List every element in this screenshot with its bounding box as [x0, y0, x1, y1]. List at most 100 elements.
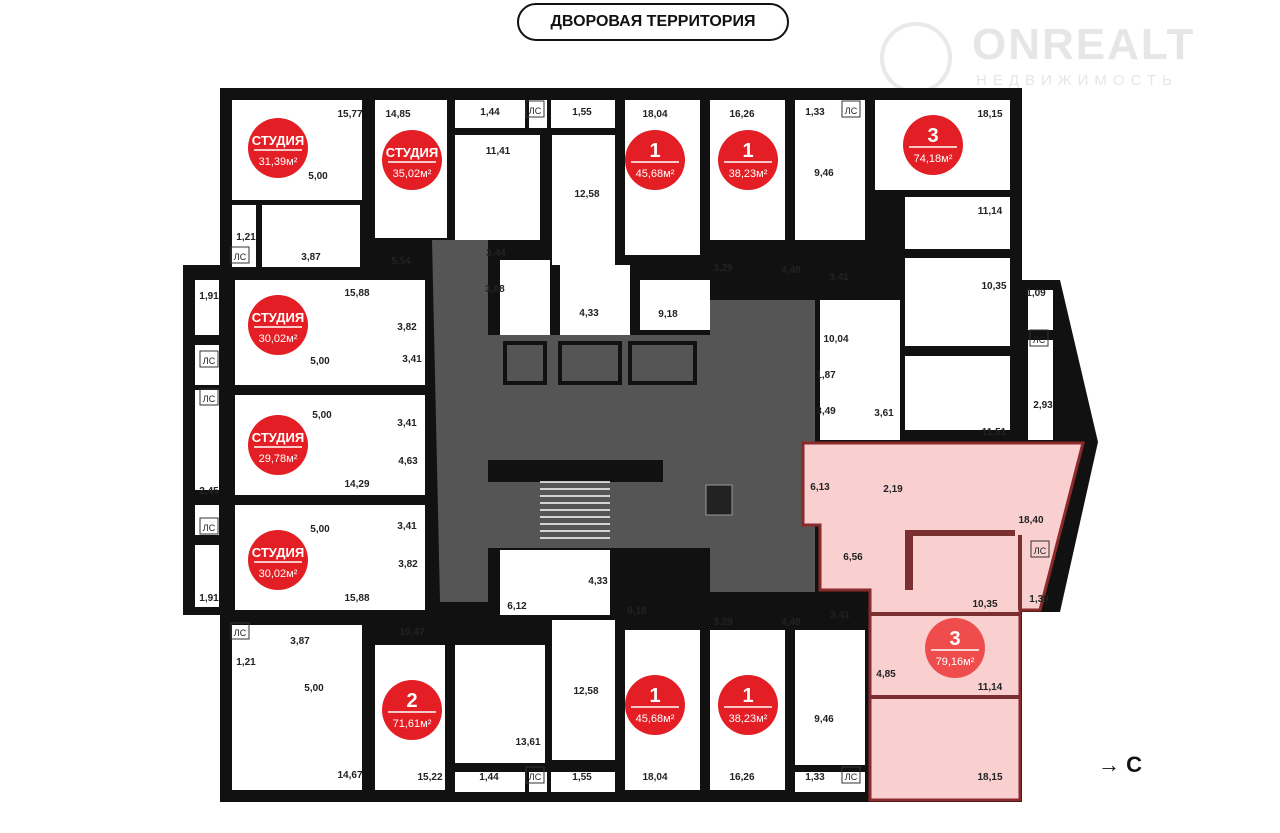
room-area-label: 10,35: [981, 281, 1006, 292]
apartment-area: 74,18м²: [914, 153, 953, 165]
room-area-label: 16,26: [729, 772, 754, 783]
room: [1028, 340, 1053, 440]
ls-box: [841, 100, 861, 118]
ls-box: [525, 100, 545, 118]
apartment-area: 30,02м²: [259, 333, 298, 345]
room-area-label: 11,14: [978, 206, 1003, 217]
room-area-label: 1,44: [480, 107, 500, 118]
room-area-label: 3,41: [402, 354, 422, 365]
apartment-type: 2: [406, 690, 417, 712]
room-area-label: 12,58: [573, 686, 598, 697]
apartment-area: 71,61м²: [393, 718, 432, 730]
room-area-label: 15,22: [417, 772, 442, 783]
room: [500, 260, 550, 335]
room: [455, 772, 525, 792]
room: [262, 205, 360, 267]
apartment-badge: [382, 680, 442, 740]
room-area-label: 4,48: [781, 617, 801, 628]
room: [795, 100, 865, 240]
core-wall: [488, 460, 663, 482]
room-area-label: 2,93: [1033, 400, 1053, 411]
room-area-label: 3,61: [874, 408, 894, 419]
room-area-label: 3,41: [829, 272, 849, 283]
room-area-label: 18,15: [977, 772, 1002, 783]
room-area-label: 1,33: [805, 772, 825, 783]
room-area-label: 18,04: [642, 772, 667, 783]
ls-box: [230, 622, 250, 640]
storage-label: ЛС: [529, 106, 542, 116]
room-area-label: 4,33: [579, 308, 599, 319]
room-area-label: 3,82: [398, 559, 418, 570]
ls-box: [841, 766, 861, 784]
room: [552, 135, 615, 265]
room: [232, 625, 362, 790]
storage-label: ЛС: [1034, 546, 1047, 556]
room-area-label: 6,56: [843, 552, 863, 563]
room: [195, 280, 219, 335]
apartment-type: 1: [649, 140, 660, 162]
room-area-label: 1,21: [236, 657, 256, 668]
apartment-type: СТУДИЯ: [386, 145, 438, 160]
ls-box: [199, 350, 219, 368]
apartment-wall: [905, 530, 1015, 536]
room-area-label: 18,04: [642, 109, 667, 120]
room-area-label: 15,88: [344, 288, 369, 299]
apartment-wall: [870, 695, 1020, 699]
room-area-label: 14,85: [385, 109, 410, 120]
room-area-label: 3,87: [290, 636, 310, 647]
room-area-label: 4,33: [588, 576, 608, 587]
room-area-label: 1,33: [805, 107, 825, 118]
room-area-label: 3,44: [486, 248, 506, 259]
room-area-label: 1,44: [479, 772, 499, 783]
apartment-type: СТУДИЯ: [252, 310, 304, 325]
storage-label: ЛС: [845, 772, 858, 782]
room: [551, 772, 615, 792]
fire-hose-icon: [705, 484, 733, 516]
apartment-badge: [718, 130, 778, 190]
room: [795, 630, 865, 765]
room-area-label: 13,61: [515, 737, 540, 748]
room: [195, 505, 219, 535]
apartment-badge: [248, 118, 308, 178]
room: [455, 100, 525, 128]
room-area-label: 6,13: [810, 482, 830, 493]
room: [195, 345, 219, 385]
room-area-label: 3,49: [816, 406, 836, 417]
room-area-label: 3,41: [397, 521, 417, 532]
room: [195, 390, 219, 490]
apartment-area: 31,39м²: [259, 156, 298, 168]
room-area-label: 9,46: [814, 714, 834, 725]
apartment-badge: [248, 415, 308, 475]
room-area-label: 1,09: [1026, 288, 1046, 299]
ls-box: [525, 766, 545, 784]
room-area-label: 3,87: [301, 252, 321, 263]
apartment-type: 3: [949, 628, 960, 650]
storage-label: ЛС: [529, 772, 542, 782]
apartment-area: 45,68м²: [636, 168, 675, 180]
room-area-label: 10,47: [399, 627, 424, 638]
apartment-wall: [1018, 535, 1022, 610]
room-area-label: 3,29: [713, 617, 733, 628]
room-area-label: 16,26: [729, 109, 754, 120]
storage-label: ЛС: [203, 523, 216, 533]
room-area-label: 11,14: [978, 682, 1003, 693]
apartment-type: 1: [742, 140, 753, 162]
compass-direction: С: [1126, 752, 1143, 777]
room-area-label: 14,67: [337, 770, 362, 781]
room: [905, 258, 1010, 346]
storage-label: ЛС: [234, 628, 247, 638]
apartment-badge: [625, 130, 685, 190]
room-area-label: 10,35: [972, 599, 997, 610]
room-area-label: 1,91: [199, 291, 219, 302]
room-area-label: 3,82: [397, 322, 417, 333]
room-area-label: 5,00: [308, 171, 328, 182]
apartment-type: 3: [927, 125, 938, 147]
watermark-tagline: НЕДВИЖИМОСТЬ: [976, 72, 1178, 89]
apartment-badge: [382, 130, 442, 190]
apartment-area: 35,02м²: [393, 168, 432, 180]
room: [455, 645, 545, 763]
room-area-label: 3,29: [713, 263, 733, 274]
courtyard-text: ДВОРОВАЯ ТЕРРИТОРИЯ: [550, 13, 756, 30]
room: [905, 197, 1010, 249]
